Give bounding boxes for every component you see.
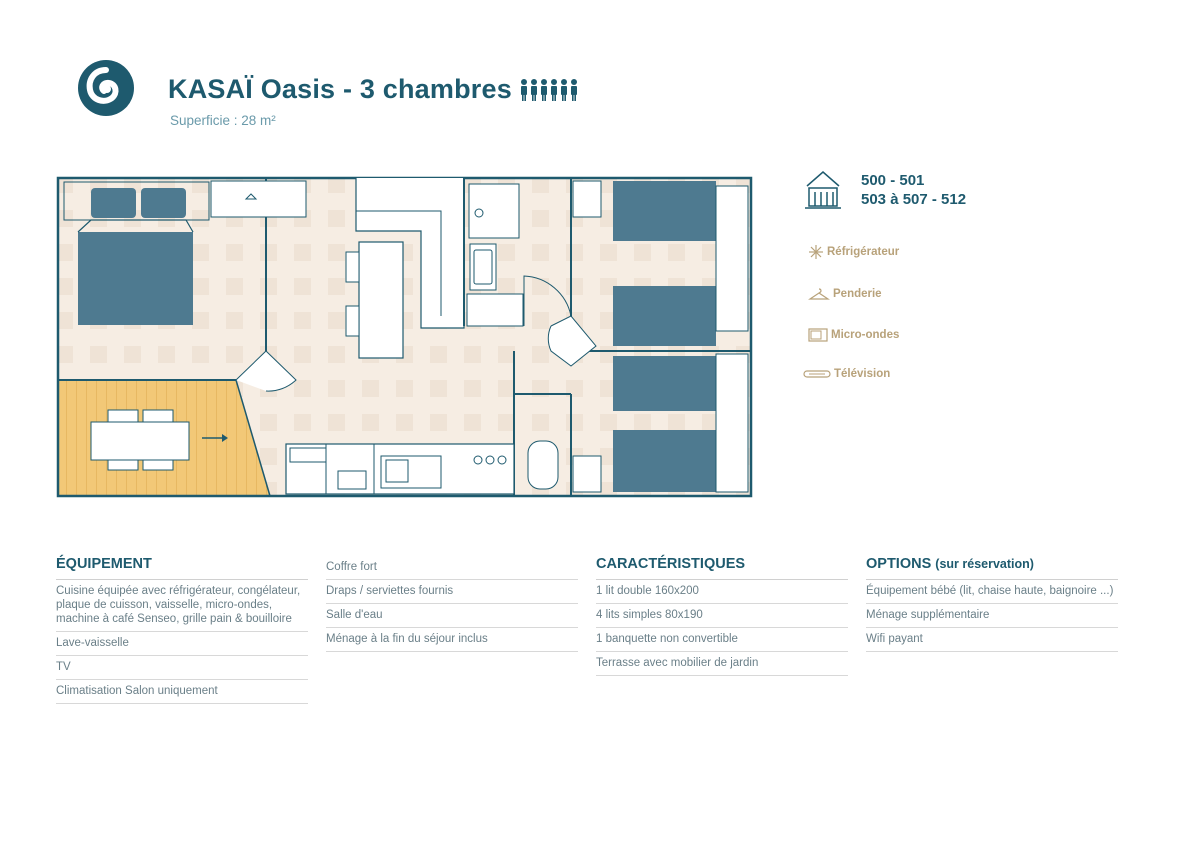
options-title-suffix: (sur réservation): [935, 557, 1034, 571]
single-bed: [613, 430, 716, 492]
option-item: Wifi payant: [866, 628, 1118, 652]
equipment-item: Coffre fort: [326, 556, 578, 580]
legend-microwave: Micro-ondes: [808, 328, 899, 342]
feature-item: 4 lits simples 80x190: [596, 604, 848, 628]
equipment-section-2: Coffre fort Draps / serviettes fournis S…: [326, 556, 578, 652]
pillow: [91, 188, 136, 218]
lot-numbers: 500 - 501 503 à 507 - 512: [803, 166, 966, 212]
single-bed: [613, 356, 716, 411]
feature-item: 1 banquette non convertible: [596, 628, 848, 652]
equipment-item: Cuisine équipée avec réfrigérateur, cong…: [56, 580, 308, 632]
legend-microwave-label: Micro-ondes: [831, 329, 900, 341]
options-section: OPTIONS (sur réservation) Équipement béb…: [866, 556, 1118, 652]
capacity-people-icon: [520, 78, 580, 102]
legend-fridge: Réfrigérateur: [808, 244, 899, 260]
equipment-item: Ménage à la fin du séjour inclus: [326, 628, 578, 652]
legend-tv: Télévision: [803, 368, 890, 380]
pillow: [141, 188, 186, 218]
option-item: Équipement bébé (lit, chaise haute, baig…: [866, 580, 1118, 604]
legend-fridge-label: Réfrigérateur: [827, 246, 900, 258]
features-section: CARACTÉRISTIQUES 1 lit double 160x200 4 …: [596, 556, 848, 676]
equipment-item: Climatisation Salon uniquement: [56, 680, 308, 704]
page-title-text: KASAÏ Oasis - 3 chambres: [168, 74, 512, 104]
microwave-icon: [808, 328, 828, 342]
single-bed: [613, 181, 716, 241]
legend-wardrobe: Penderie: [808, 287, 882, 301]
equipment-item: Draps / serviettes fournis: [326, 580, 578, 604]
page-title: KASAÏ Oasis - 3 chambres: [168, 74, 580, 105]
legend-tv-label: Télévision: [834, 368, 891, 380]
options-title: OPTIONS (sur réservation): [866, 556, 1118, 580]
option-item: Ménage supplémentaire: [866, 604, 1118, 628]
equipment-section: ÉQUIPEMENT Cuisine équipée avec réfrigér…: [56, 556, 308, 704]
mobile-home-icon: [805, 171, 841, 209]
features-title: CARACTÉRISTIQUES: [596, 556, 848, 580]
equipment-item: Salle d'eau: [326, 604, 578, 628]
equipment-item: Lave-vaisselle: [56, 632, 308, 656]
feature-item: 1 lit double 160x200: [596, 580, 848, 604]
legend-wardrobe-label: Penderie: [833, 288, 882, 300]
equipment-title: ÉQUIPEMENT: [56, 556, 308, 580]
hanger-icon: [808, 288, 830, 300]
tv-icon: [803, 370, 831, 378]
floor-plan: [56, 176, 753, 498]
double-bed: [78, 232, 193, 325]
brand-logo: [78, 60, 134, 116]
lots-line-1: 500 - 501: [861, 172, 925, 189]
equipment-item: TV: [56, 656, 308, 680]
options-title-main: OPTIONS: [866, 556, 932, 572]
single-bed: [613, 286, 716, 346]
lots-line-2: 503 à 507 - 512: [861, 191, 967, 208]
snowflake-icon: [809, 245, 823, 259]
feature-item: Terrasse avec mobilier de jardin: [596, 652, 848, 676]
surface-area: Superficie : 28 m²: [170, 113, 276, 128]
